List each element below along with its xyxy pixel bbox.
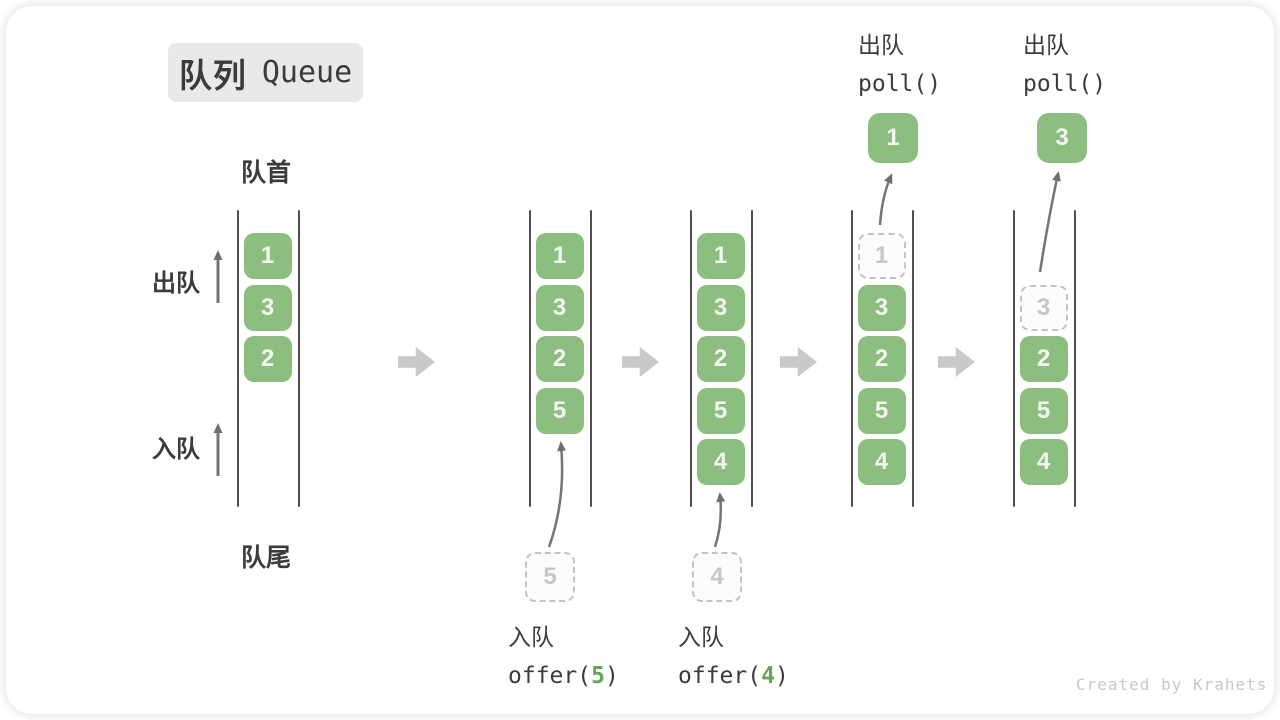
dequeue-flow-arrow <box>1038 171 1061 273</box>
dequeue-flow-arrow <box>878 173 893 226</box>
queue-block: 1 <box>243 233 292 279</box>
queue-wall-right <box>912 210 914 507</box>
enqueue-source-block: 4 <box>692 552 742 602</box>
queue-wall-left <box>690 210 692 507</box>
queue-block: 5 <box>1019 388 1068 434</box>
queue-block: 4 <box>696 439 745 485</box>
op-label-code: poll() <box>1023 71 1107 97</box>
enqueue-flow-arrow <box>547 441 567 548</box>
op-code-arg: 5 <box>591 663 605 689</box>
watermark-text: Created by Krahets <box>1076 675 1268 694</box>
queue-front-label: 队首 <box>240 159 291 187</box>
op-label-zh: 出队 <box>858 32 904 58</box>
transition-arrow-icon <box>398 347 435 377</box>
queue-wall-left <box>237 210 239 507</box>
ghost-block: 3 <box>1019 285 1068 331</box>
queue-block: 5 <box>857 388 906 434</box>
enqueue-side-label: 入队 <box>152 436 200 463</box>
op-label-code: offer(5) <box>508 663 619 689</box>
queue-wall-right <box>751 210 753 507</box>
queue-block: 2 <box>1019 336 1068 382</box>
transition-arrow-icon <box>780 347 817 377</box>
queue-block: 1 <box>696 233 745 279</box>
queue-rear-label: 队尾 <box>240 544 291 572</box>
op-label: 出队 poll() <box>1023 26 1106 97</box>
op-label: 出队 poll() <box>858 26 941 97</box>
op-label-zh: 入队 <box>678 624 724 650</box>
queue-block: 5 <box>696 388 745 434</box>
dequeued-block: 3 <box>1037 113 1087 163</box>
op-label-zh: 出队 <box>1023 32 1069 58</box>
queue-block: 2 <box>696 336 745 382</box>
queue-wall-left <box>529 210 531 507</box>
dequeued-block: 1 <box>868 113 918 163</box>
queue-wall-right <box>298 210 300 507</box>
transition-arrow-icon <box>938 347 975 377</box>
op-label: 入队 offer(5) <box>508 618 619 689</box>
queue-wall-left <box>1013 210 1015 507</box>
op-label: 入队 offer(4) <box>678 618 789 689</box>
queue-block: 2 <box>243 336 292 382</box>
queue-block: 4 <box>1019 439 1068 485</box>
queue-wall-right <box>1074 210 1076 507</box>
title-zh: 队列 <box>178 56 247 94</box>
op-label-zh: 入队 <box>508 624 554 650</box>
title-badge: 队列 Queue <box>168 43 363 102</box>
queue-block: 4 <box>857 439 906 485</box>
queue-block: 3 <box>243 285 292 331</box>
op-code-arg: 4 <box>761 663 775 689</box>
dequeue-side-label: 出队 <box>152 270 200 297</box>
queue-block: 3 <box>857 285 906 331</box>
queue-block: 3 <box>535 285 584 331</box>
queue-block: 3 <box>696 285 745 331</box>
queue-block: 5 <box>535 388 584 434</box>
queue-block: 2 <box>535 336 584 382</box>
queue-wall-left <box>851 210 853 507</box>
op-label-code: poll() <box>858 71 942 97</box>
queue-wall-right <box>590 210 592 507</box>
enqueue-source-block: 5 <box>525 552 575 602</box>
enqueue-flow-arrow <box>713 492 726 548</box>
title-en: Queue <box>261 55 353 90</box>
transition-arrow-icon <box>622 347 659 377</box>
queue-block: 1 <box>535 233 584 279</box>
queue-block: 2 <box>857 336 906 382</box>
op-label-code: offer(4) <box>678 663 789 689</box>
ghost-block: 1 <box>857 233 906 279</box>
